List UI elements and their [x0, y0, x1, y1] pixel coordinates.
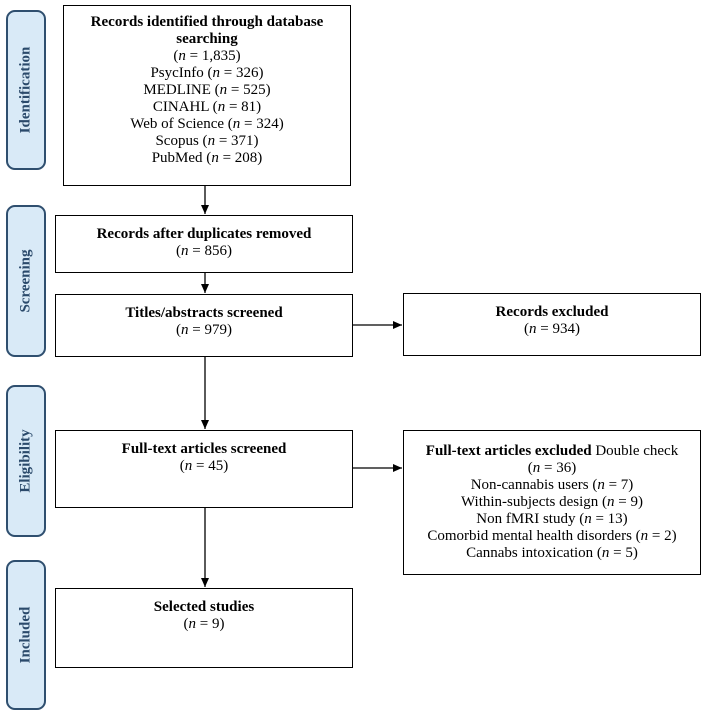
source-web-of-science: Web of Science (n = 324): [130, 116, 284, 132]
duplicates-removed-count: (n = 856): [176, 243, 232, 259]
duplicates-removed-box: Records after duplicates removed (n = 85…: [55, 215, 353, 273]
source-psycinfo: PsycInfo (n = 326): [150, 65, 264, 81]
reason-non-fmri: Non fMRI study (n = 13): [476, 511, 628, 527]
titles-screened-count: (n = 979): [176, 322, 232, 338]
source-cinahl: CINAHL (n = 81): [152, 99, 262, 115]
records-excluded-box: Records excluded (n = 934): [403, 293, 701, 356]
stage-eligibility: Eligibility: [6, 385, 46, 537]
reason-comorbid: Comorbid mental health disorders (n = 2): [427, 528, 677, 544]
reason-intoxication: Cannabs intoxication (n = 5): [466, 545, 638, 561]
fulltext-screened-count: (n = 45): [179, 458, 229, 474]
fulltext-screened-title: Full-text articles screened: [121, 441, 287, 457]
fulltext-excluded-box: Full-text articles excluded Double check…: [403, 430, 701, 575]
titles-screened-title: Titles/abstracts screened: [125, 305, 283, 321]
stage-identification: Identification: [6, 10, 46, 170]
titles-screened-box: Titles/abstracts screened (n = 979): [55, 294, 353, 357]
fulltext-screened-box: Full-text articles screened (n = 45): [55, 430, 353, 508]
selected-studies-box: Selected studies (n = 9): [55, 588, 353, 668]
source-scopus: Scopus (n = 371): [155, 133, 259, 149]
stage-screening: Screening: [6, 205, 46, 357]
records-excluded-title: Records excluded: [495, 304, 609, 320]
records-identified-total: (n = 1,835): [173, 48, 241, 64]
records-identified-box: Records identified through database sear…: [63, 5, 351, 186]
source-pubmed: PubMed (n = 208): [151, 150, 263, 166]
fulltext-excluded-title: Full-text articles excluded: [425, 443, 592, 459]
stage-included: Included: [6, 560, 46, 710]
records-identified-title-2: searching: [176, 31, 238, 47]
selected-studies-count: (n = 9): [183, 616, 225, 632]
duplicates-removed-title: Records after duplicates removed: [96, 226, 312, 242]
source-medline: MEDLINE (n = 525): [143, 82, 271, 98]
fulltext-excluded-count: (n = 36): [527, 460, 577, 476]
reason-non-cannabis: Non-cannabis users (n = 7): [470, 477, 634, 493]
records-identified-title-1: Records identified through database: [90, 14, 324, 30]
reason-within-subjects: Within-subjects design (n = 9): [460, 494, 643, 510]
fulltext-excluded-note: Double check: [591, 443, 679, 459]
records-excluded-count: (n = 934): [524, 321, 580, 337]
selected-studies-title: Selected studies: [153, 599, 255, 615]
